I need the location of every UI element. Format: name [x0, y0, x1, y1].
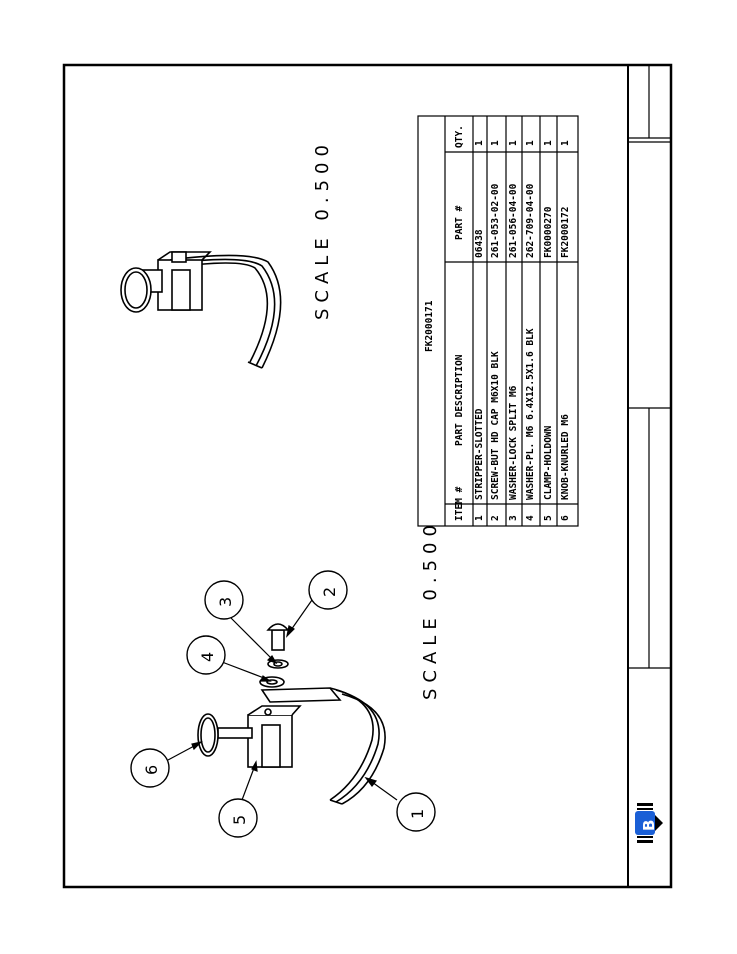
bom-row-5-item: 5 [543, 515, 554, 521]
bom-row-1-part: 06438 [474, 229, 485, 258]
bom-row-1-description: STRIPPER-SLOTTED [474, 408, 485, 500]
bom-row-3-description: WASHER-LOCK SPLIT M6 [508, 385, 519, 500]
bom-header-description: PART DESCRIPTION [454, 354, 465, 446]
bom-row-2-part: 261-053-02-00 [490, 183, 501, 258]
bom-row-6-description: KNOB-KNURLED M6 [560, 414, 571, 500]
bom-row-3-part: 261-056-04-00 [508, 183, 519, 258]
bom-row-6-part: FK2000172 [560, 206, 571, 258]
bom-row-6-qty: 1 [560, 140, 571, 146]
bom-row-3-item: 3 [508, 515, 519, 521]
logo-icon [635, 803, 663, 843]
bom-row-5-part: FK0000270 [543, 206, 554, 258]
bom-row-4-item: 4 [525, 515, 536, 521]
bom-row-4-description: WASHER-PL. M6 6.4X12.5X1.6 BLK [525, 328, 536, 500]
bom-row-2-description: SCREW-BUT HD CAP M6X10 BLK [490, 351, 501, 500]
balloon-4 [186, 635, 226, 675]
bom-row-2-item: 2 [490, 515, 501, 521]
bom-row-5-description: CLAMP-HOLDOWN [543, 425, 554, 500]
bom-row-2-qty: 1 [490, 140, 501, 146]
balloon-1 [396, 792, 436, 832]
bom-row-6-item: 6 [560, 515, 571, 521]
bom-title: FK2000171 [424, 300, 435, 352]
bom-row-5-qty: 1 [543, 140, 554, 146]
bom-row-4-part: 262-709-04-00 [525, 183, 536, 258]
bom-header-item: ITEM # [454, 486, 465, 521]
company-logo: B [631, 800, 665, 846]
bom-header-qty: QTY. [454, 125, 465, 148]
balloon-3 [204, 580, 244, 620]
bom-row-1-qty: 1 [474, 140, 485, 146]
bom-row-3-qty: 1 [508, 140, 519, 146]
bom-header-part: PART # [454, 205, 465, 240]
balloon-2 [308, 570, 348, 610]
balloon-5 [218, 798, 258, 838]
balloon-6 [130, 748, 170, 788]
bom-row-1-item: 1 [474, 515, 485, 521]
bom-row-4-qty: 1 [525, 140, 536, 146]
